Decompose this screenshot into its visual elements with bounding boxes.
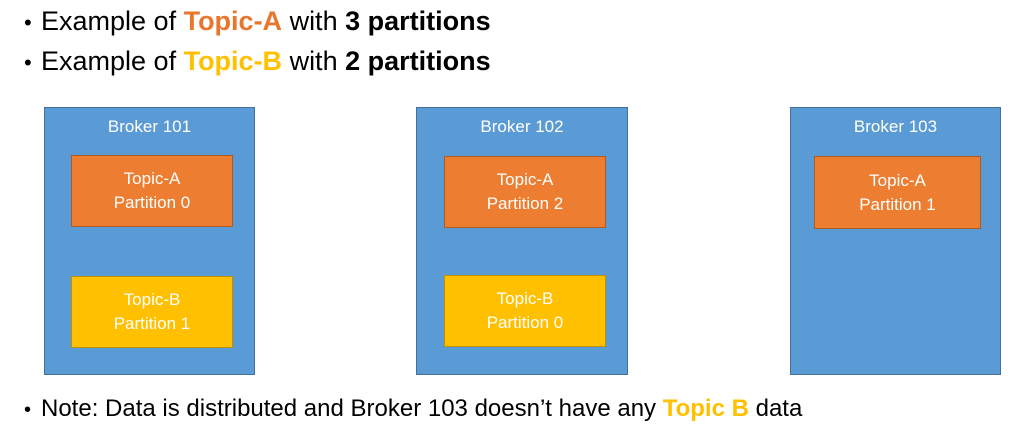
partition-topic-label: Topic-A: [123, 169, 181, 188]
bullet-marker-icon: •: [24, 50, 32, 75]
broker-title-103: Broker 103: [853, 117, 938, 136]
partition-count-label: 2 partitions: [345, 46, 491, 76]
topic-a-label: Topic-A: [183, 6, 283, 36]
broker-title-101: Broker 101: [107, 117, 192, 136]
bullet-item-topic-b: • Example of Topic-B with 2 partitions: [24, 42, 1004, 82]
bullet-list: • Example of Topic-A with 3 partitions •…: [24, 2, 1004, 82]
partition-index-label: Partition 0: [113, 193, 191, 212]
partition-box-topic-b-1: Topic-B Partition 1: [71, 276, 233, 348]
partition-count-label: 3 partitions: [345, 6, 491, 36]
partition-index-label: Partition 1: [113, 314, 191, 333]
partition-topic-label: Topic-A: [496, 170, 554, 189]
partition-topic-label: Topic-B: [496, 289, 554, 308]
bullet-segment: Example of: [41, 46, 184, 76]
broker-title-102: Broker 102: [480, 117, 564, 136]
partition-box-topic-b-0: Topic-B Partition 0: [444, 275, 606, 347]
bullet-segment: with: [282, 46, 346, 76]
partition-index-label: Partition 2: [486, 194, 564, 213]
partition-index-label: Partition 1: [859, 194, 936, 214]
broker-box-102: Broker 102 Topic-A Partition 2 Topic-B P…: [416, 107, 628, 375]
topic-b-label: Topic-B: [183, 46, 283, 76]
note-segment: Note: Data is distributed and Broker 103…: [41, 395, 663, 422]
note-line: • Note: Data is distributed and Broker 1…: [24, 392, 802, 427]
note-segment: data: [748, 395, 803, 422]
bullet-text-topic-a: Example of Topic-A with 3 partitions: [41, 2, 491, 40]
partition-box-topic-a-0: Topic-A Partition 0: [71, 155, 233, 227]
bullet-segment: with: [282, 6, 346, 36]
partition-index-label: Partition 0: [486, 313, 564, 332]
topic-b-label: Topic B: [662, 395, 749, 422]
bullet-segment: Example of: [41, 6, 184, 36]
broker-box-103: Broker 103 Topic-A Partition 1: [790, 107, 1001, 375]
partition-topic-label: Topic-B: [123, 290, 181, 309]
partition-box-topic-a-2: Topic-A Partition 2: [444, 156, 606, 228]
partition-topic-label: Topic-A: [869, 170, 926, 190]
note-text: Note: Data is distributed and Broker 103…: [41, 392, 802, 425]
broker-box-101: Broker 101 Topic-A Partition 0 Topic-B P…: [44, 107, 255, 375]
partition-box-topic-a-1: Topic-A Partition 1: [814, 156, 981, 229]
bullet-marker-icon: •: [24, 10, 32, 35]
bullet-item-topic-a: • Example of Topic-A with 3 partitions: [24, 2, 1004, 42]
bullet-text-topic-b: Example of Topic-B with 2 partitions: [41, 42, 491, 80]
bullet-marker-icon: •: [24, 399, 32, 421]
